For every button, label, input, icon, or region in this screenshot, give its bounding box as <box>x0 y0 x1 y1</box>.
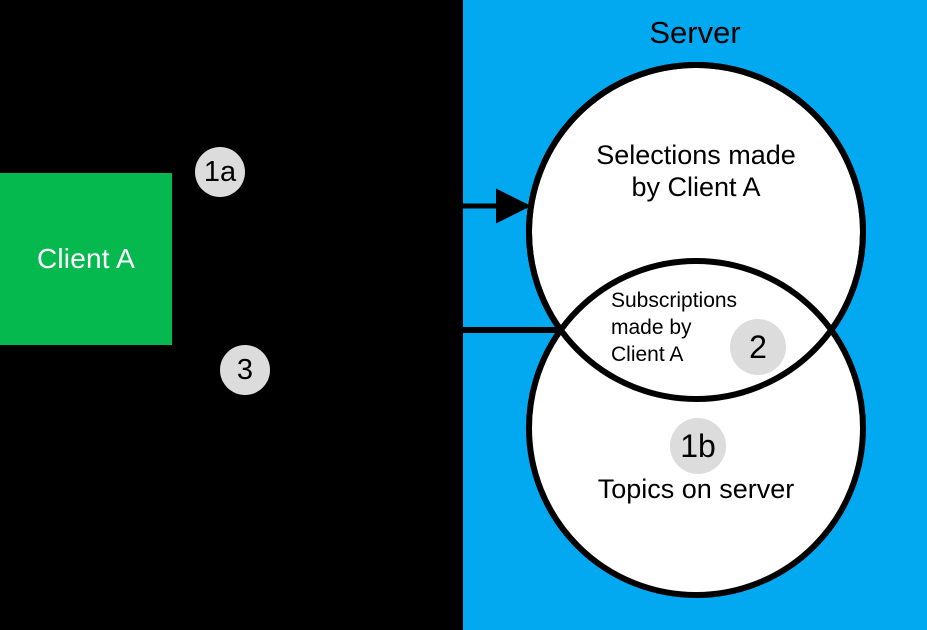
server-title: Server <box>649 15 741 50</box>
badge-step-1b: 1b <box>670 418 726 474</box>
client-a-box: Client A <box>0 173 172 345</box>
selections-circle-label: Selections made by Client A <box>596 140 796 202</box>
client-a-label: Client A <box>36 243 136 274</box>
badge-step-2: 2 <box>730 319 786 375</box>
badge-step-3: 3 <box>220 345 270 395</box>
badge-step-1a: 1a <box>195 147 245 197</box>
intersection-label: Subscriptions made by Client A <box>611 289 738 366</box>
topics-circle-label: Topics on server <box>597 474 795 504</box>
